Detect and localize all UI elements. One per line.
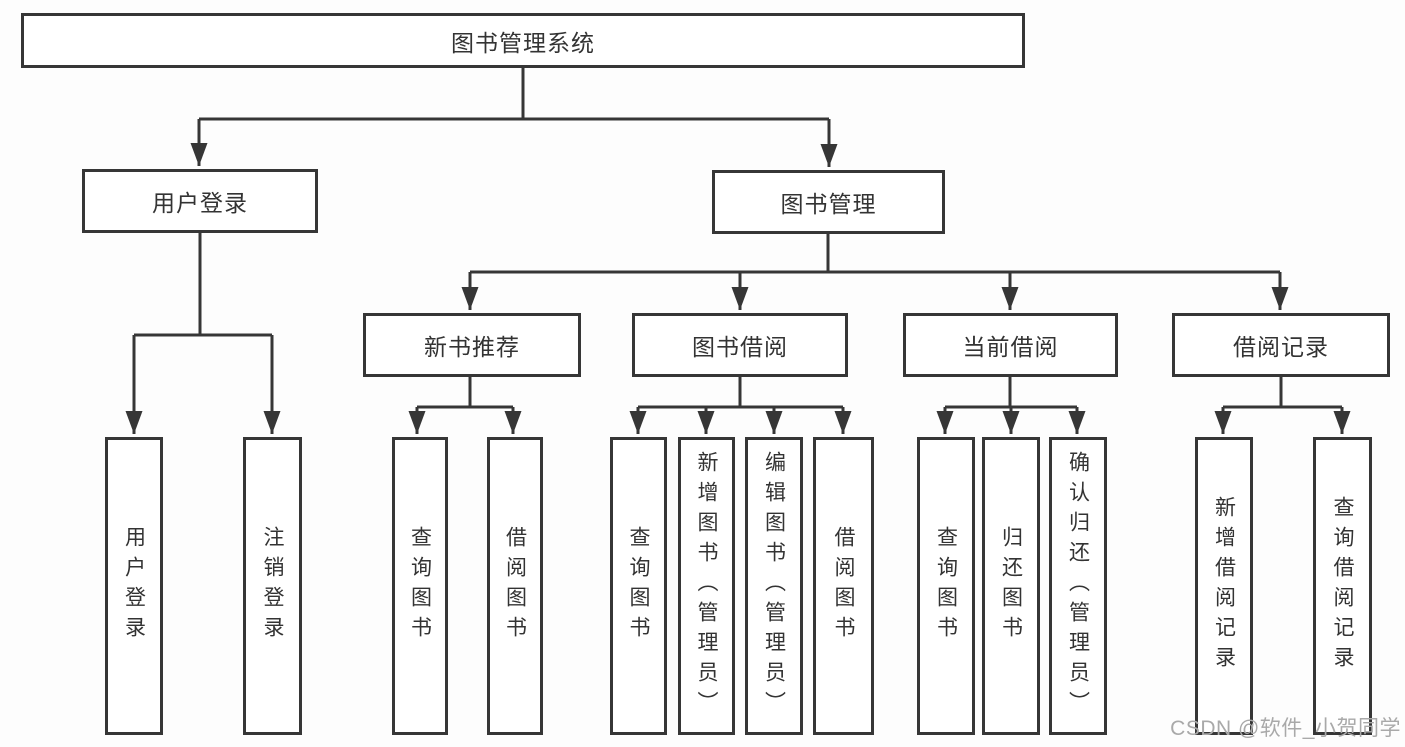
node-book-borrow: 图书借阅	[632, 313, 848, 377]
leaf-return-books: 归还图书	[982, 437, 1040, 735]
leaf-user-login: 用户登录	[105, 437, 163, 735]
node-user-login: 用户登录	[82, 169, 318, 233]
leaf-edit-books-admin: 编辑图书（管理员）	[745, 437, 803, 735]
leaf-confirm-return-admin: 确认归还（管理员）	[1049, 437, 1107, 735]
leaf-query-borrow-record: 查询借阅记录	[1313, 437, 1372, 735]
leaf-query-books-recommend: 查询图书	[392, 437, 448, 735]
node-borrow-records: 借阅记录	[1172, 313, 1390, 377]
node-root: 图书管理系统	[21, 13, 1025, 68]
csdn-watermark: CSDN @软件_小贺同学	[1170, 717, 1401, 740]
node-new-book-recommend: 新书推荐	[363, 313, 581, 377]
leaf-logout: 注销登录	[243, 437, 302, 735]
leaf-add-books-admin: 新增图书（管理员）	[678, 437, 735, 735]
leaf-add-borrow-record: 新增借阅记录	[1195, 437, 1253, 735]
node-current-borrow: 当前借阅	[903, 313, 1118, 377]
leaf-borrow-books: 借阅图书	[813, 437, 874, 735]
leaf-query-books-current: 查询图书	[917, 437, 975, 735]
leaf-borrow-books-recommend: 借阅图书	[487, 437, 543, 735]
leaf-query-books-borrow: 查询图书	[610, 437, 667, 735]
node-book-management: 图书管理	[712, 170, 945, 234]
